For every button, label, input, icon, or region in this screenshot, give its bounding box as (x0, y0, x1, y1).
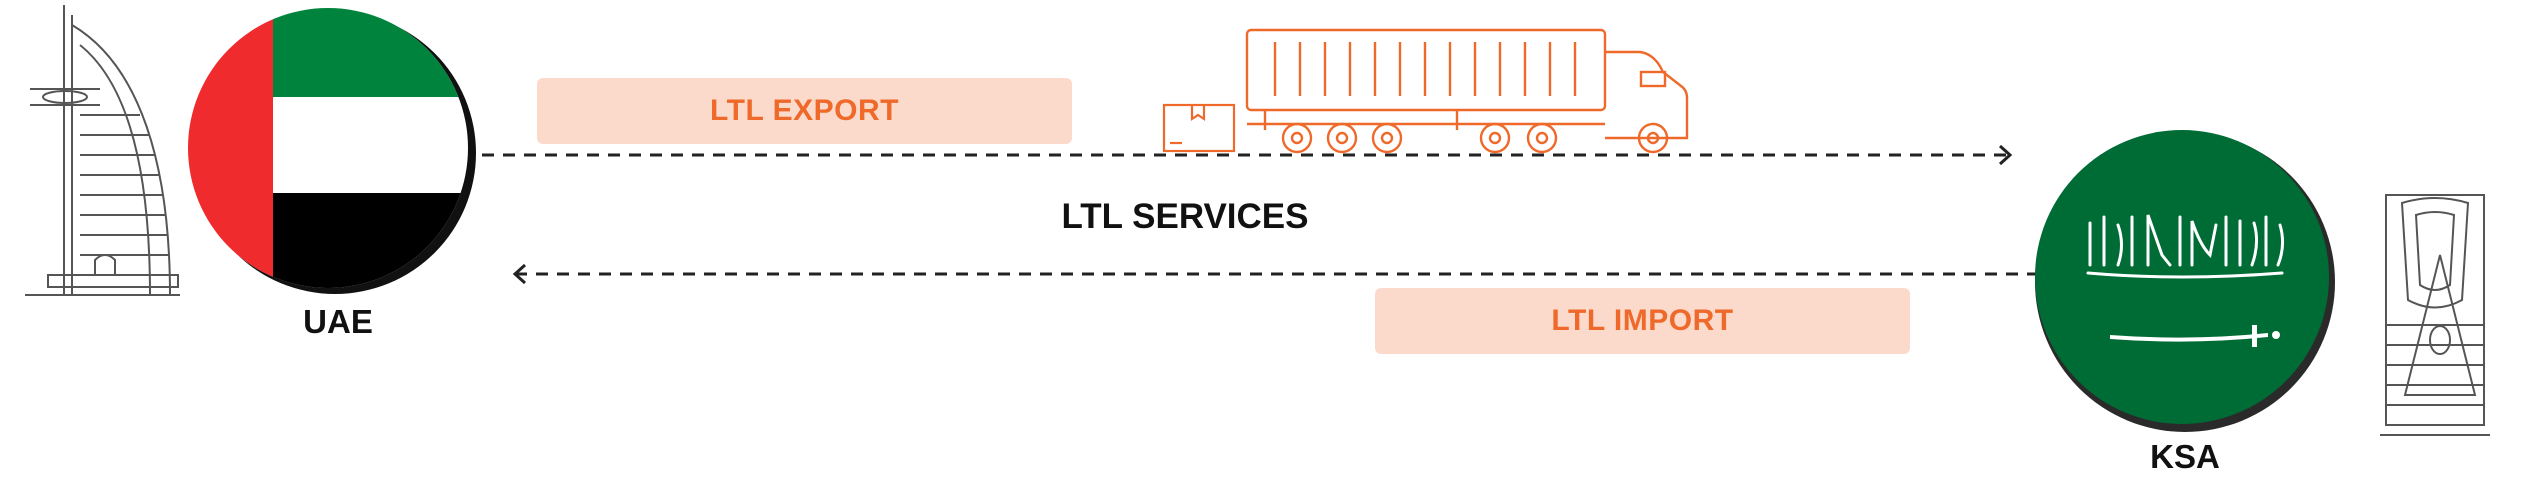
truck-icon (1245, 28, 1689, 154)
ltl-export-label: LTL EXPORT (537, 78, 1072, 144)
center-title: LTL SERVICES (1061, 197, 1309, 236)
burj-al-arab-icon (25, 5, 180, 296)
destination-label: KSA (2150, 438, 2220, 475)
uae-flag (188, 8, 476, 294)
origin-label: UAE (303, 303, 373, 340)
kingdom-tower-icon (2380, 194, 2490, 436)
export-arrow (482, 144, 2013, 166)
ltl-import-label: LTL IMPORT (1375, 288, 1910, 354)
import-arrow (512, 263, 2055, 285)
package-icon (1162, 103, 1236, 153)
saudi-flag (2035, 130, 2335, 432)
